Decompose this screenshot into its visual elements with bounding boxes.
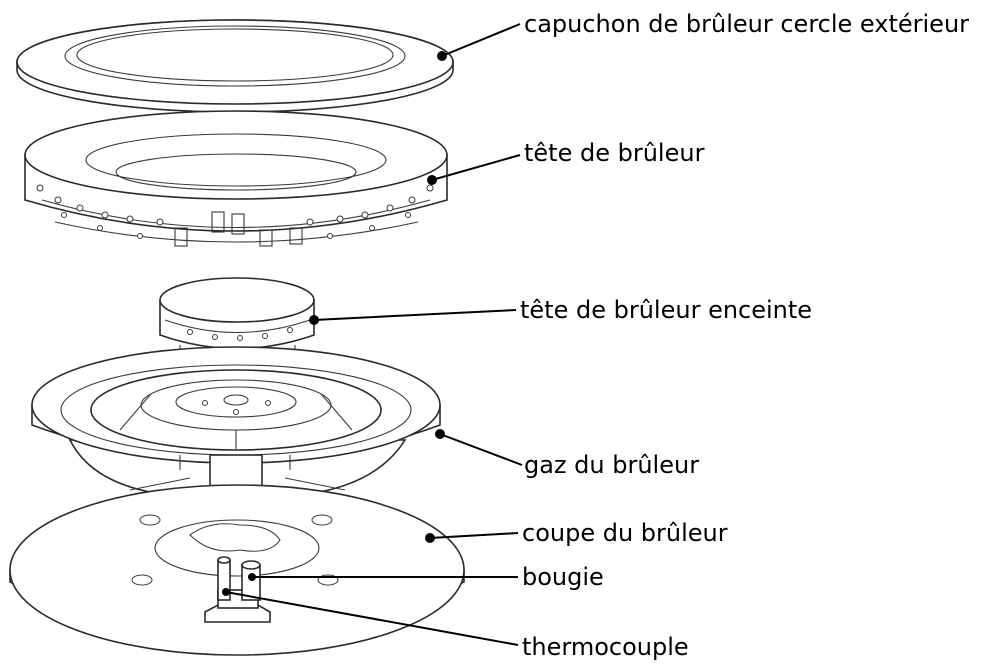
outer-burner-cap-ring	[16, 19, 454, 113]
leader-thermocouple	[225, 591, 519, 646]
burner-head-notches	[174, 211, 303, 247]
label-burner-head: tête de brûleur	[524, 139, 705, 167]
dot-thermocouple	[222, 588, 230, 596]
label-outer-cap: capuchon de brûleur cercle extérieur	[524, 10, 969, 38]
callout-labels: capuchon de brûleur cercle extérieur têt…	[520, 10, 969, 661]
label-spark-plug: bougie	[522, 563, 604, 591]
dot-burner-gas	[435, 429, 445, 439]
dot-inner-head	[309, 315, 319, 325]
label-burner-gas: gaz du brûleur	[524, 451, 699, 479]
spark-plug-electrode	[241, 560, 261, 601]
burner-cup	[9, 484, 465, 656]
label-burner-cup: coupe du brûleur	[522, 519, 728, 547]
leader-burner-cup	[429, 532, 519, 539]
leader-inner-head	[313, 309, 517, 321]
leader-burner-head	[431, 154, 521, 181]
leader-burner-gas	[439, 433, 523, 466]
dot-burner-head	[427, 175, 437, 185]
burner-head-holes	[36, 184, 434, 239]
dot-spark-plug	[248, 573, 256, 581]
leader-lines	[222, 23, 523, 646]
burner-gas-body	[31, 346, 441, 511]
inner-burner-head	[159, 277, 315, 356]
leader-outer-cap	[441, 23, 521, 57]
label-inner-head: tête de brûleur enceinte	[520, 296, 812, 324]
label-thermocouple: thermocouple	[522, 633, 689, 661]
dot-burner-cup	[425, 533, 435, 543]
burner-head-ring	[24, 110, 448, 247]
dot-outer-cap	[437, 51, 447, 61]
